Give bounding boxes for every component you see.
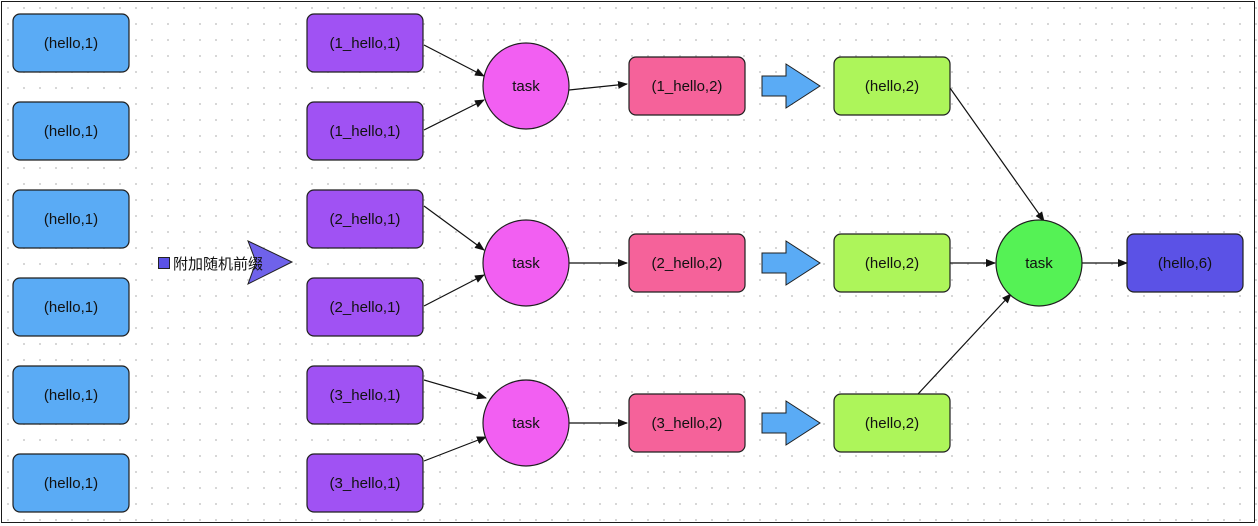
partial-node-1-box [628,56,746,116]
result-node: (hello,6) [1126,233,1244,293]
partial-node-2-box [628,233,746,293]
partial-nodes: (1_hello,2) (2_hello,2) (3_hello,2) [628,56,746,453]
edge-task1-partial1 [568,80,628,91]
prefixed-node-2: (1_hello,1) [306,101,424,161]
prefixed-node-5-label: (3_hello,1) [330,387,401,404]
prefixed-node-6: (3_hello,1) [306,453,424,513]
input-node-5-box [12,365,130,425]
input-node-2-label: (hello,1) [44,123,98,140]
edge-pre4-task2 [423,274,485,307]
input-node-4-label: (hello,1) [44,299,98,316]
task-node-2: task [482,219,570,307]
partial-node-2-label: (2_hello,2) [652,255,723,272]
task-node-3-circle [482,379,570,467]
connectors [423,44,1128,462]
input-node-6-box [12,453,130,513]
prefixed-node-3-box [306,189,424,249]
prefixed-node-3-label: (2_hello,1) [330,211,401,228]
final-task-node-circle-label: task [1025,255,1053,272]
stripped-node-1-label: (hello,2) [865,78,919,95]
stripped-node-3: (hello,2) [833,393,951,453]
prefixed-node-5-box [306,365,424,425]
prefixed-nodes: (1_hello,1) (1_hello,1) (2_hello,1) (2_hell… [306,13,424,513]
final-task-node: task [995,219,1083,307]
stripped-node-3-box [833,393,951,453]
prefixed-node-4-label: (2_hello,1) [330,299,401,316]
input-node-4: (hello,1) [12,277,130,337]
stripped-node-2-label: (hello,2) [865,255,919,272]
legend-swatch [158,257,170,269]
prefixed-node-6-label: (3_hello,1) [330,475,401,492]
task-node-2-label: task [512,255,540,272]
task-node-3: task [482,379,570,467]
result-node-box-label: (hello,6) [1158,255,1212,272]
input-node-5-label: (hello,1) [44,387,98,404]
stripped-node-3-label: (hello,2) [865,415,919,432]
block-arrow-1 [761,63,821,109]
partial-node-3-label: (3_hello,2) [652,415,723,432]
task1-nodes: task task task [482,42,570,467]
prefixed-node-3: (2_hello,1) [306,189,424,249]
partial-node-1: (1_hello,2) [628,56,746,116]
edge-stripped3-task4 [917,293,1012,395]
block-arrow-3 [761,400,821,446]
stripped-node-1: (hello,2) [833,56,951,116]
partial-node-2: (2_hello,2) [628,233,746,293]
task-node-3-label: task [512,415,540,432]
edge-stripped1-task4 [949,87,1045,222]
task-node-1-circle [482,42,570,130]
result-node-box-box [1126,233,1244,293]
prefixed-node-4-box [306,277,424,337]
edge-pre5-task3 [423,379,487,400]
edge-pre2-task1 [423,99,485,131]
prefixed-node-1: (1_hello,1) [306,13,424,73]
legend-label: 附加随机前缀 [173,255,264,273]
task-node-1: task [482,42,570,130]
final-task-node-circle: task [995,219,1083,307]
prefixed-node-5: (3_hello,1) [306,365,424,425]
result-node-box: (hello,6) [1126,233,1244,293]
input-nodes: (hello,1) (hello,1) (hello,1) (hello,1) (hel… [12,13,130,513]
partial-node-1-label: (1_hello,2) [652,78,723,95]
partial-node-3-box [628,393,746,453]
input-node-2: (hello,1) [12,101,130,161]
prefixed-node-1-box [306,13,424,73]
input-node-3-label: (hello,1) [44,211,98,228]
prefixed-node-1-label: (1_hello,1) [330,35,401,52]
legend: 附加随机前缀 [158,252,263,274]
prefixed-node-4: (2_hello,1) [306,277,424,337]
prefixed-node-2-box [306,101,424,161]
partial-node-3: (3_hello,2) [628,393,746,453]
task-node-2-circle [482,219,570,307]
input-node-3: (hello,1) [12,189,130,249]
input-node-3-box [12,189,130,249]
final-task-node-circle-circle [995,219,1083,307]
input-node-1-label: (hello,1) [44,35,98,52]
stripped-nodes: (hello,2) (hello,2) (hello,2) [833,56,951,453]
stripped-node-1-box [833,56,951,116]
prefixed-node-6-box [306,453,424,513]
edge-pre6-task3 [423,436,487,462]
edge-pre1-task1 [423,44,485,77]
input-node-1: (hello,1) [12,13,130,73]
block-arrow-2 [761,240,821,286]
stripped-node-2: (hello,2) [833,233,951,293]
input-node-2-box [12,101,130,161]
edge-pre3-task2 [423,205,485,251]
input-node-6-label: (hello,1) [44,475,98,492]
stripped-node-2-box [833,233,951,293]
task-node-1-label: task [512,78,540,95]
input-node-5: (hello,1) [12,365,130,425]
input-node-4-box [12,277,130,337]
input-node-6: (hello,1) [12,453,130,513]
legend-arrow [247,240,294,286]
prefixed-node-2-label: (1_hello,1) [330,123,401,140]
big-arrows [761,63,821,446]
input-node-1-box [12,13,130,73]
